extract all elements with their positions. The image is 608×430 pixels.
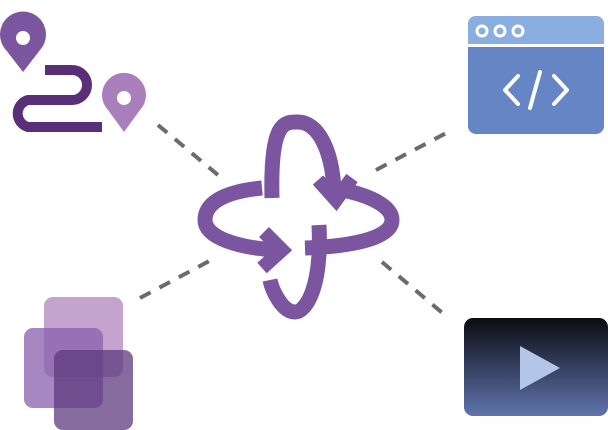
- browser-code-icon: [468, 16, 604, 134]
- route-map-icon: [0, 11, 146, 132]
- connector-top-right: [375, 128, 453, 172]
- connector-top-left: [156, 123, 226, 182]
- connectors: [139, 123, 453, 318]
- play-icon: [520, 346, 560, 390]
- stacked-layers-icon: [24, 297, 133, 430]
- sync-orbit-icon: [197, 114, 400, 320]
- route-path: [12, 65, 102, 132]
- code-brackets-icon: [503, 70, 569, 110]
- connector-bottom-left: [139, 256, 216, 300]
- video-player-icon: [464, 318, 608, 416]
- connector-bottom-right: [380, 260, 448, 318]
